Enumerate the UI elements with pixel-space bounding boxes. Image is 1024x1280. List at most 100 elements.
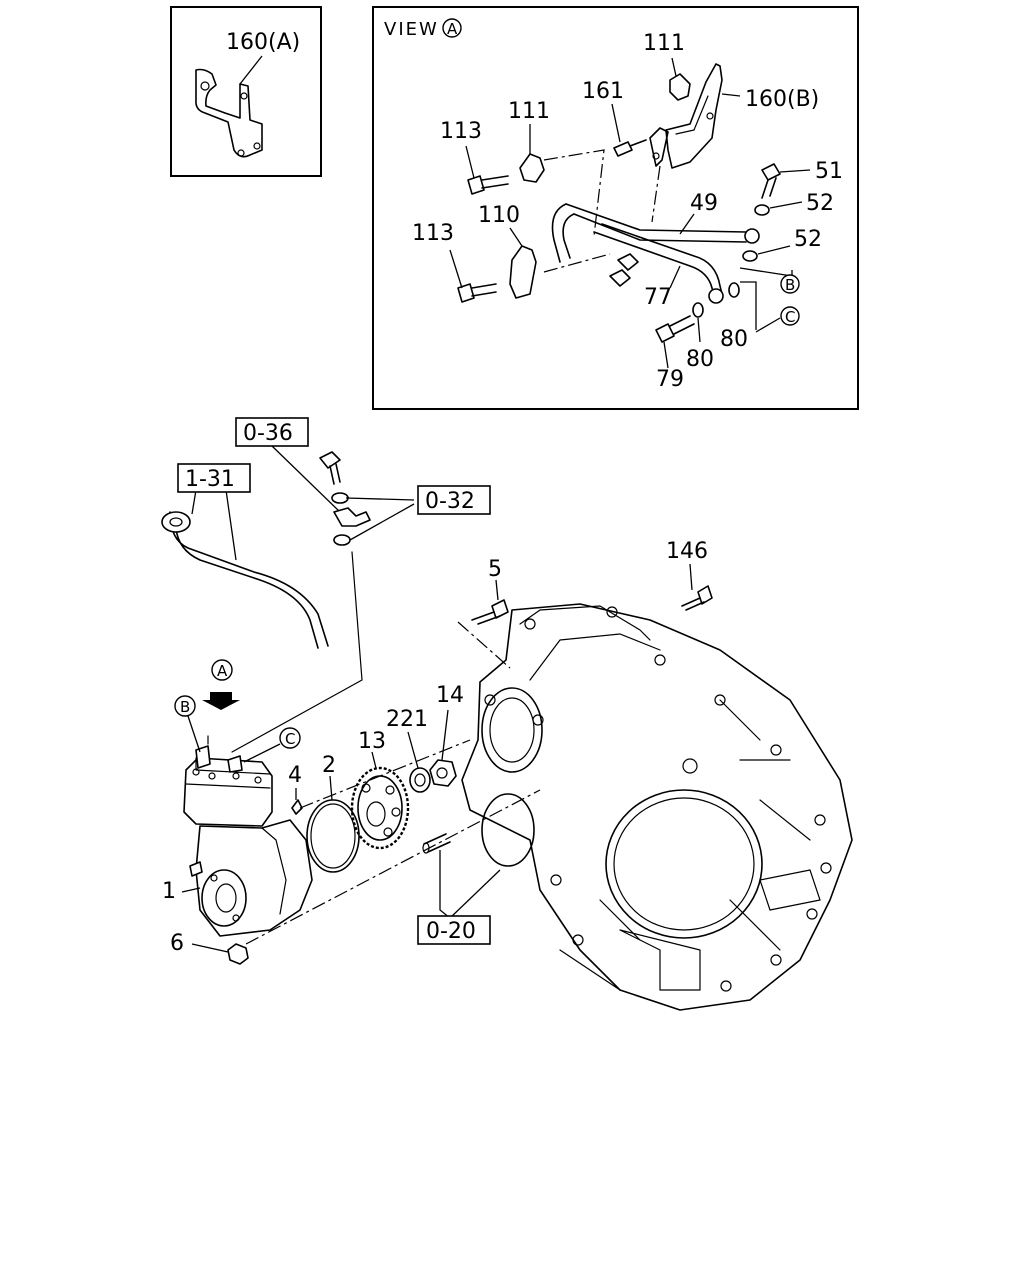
- view-a-circle: [442, 18, 462, 38]
- label-5: 5: [488, 557, 502, 582]
- circle-a-main: [211, 659, 233, 681]
- key-4: [291, 799, 303, 815]
- leader-c-main: [243, 743, 281, 763]
- label-113-bottom: 113: [412, 221, 454, 246]
- stud-0-20: [423, 833, 451, 853]
- label-110: 110: [478, 203, 520, 228]
- leader-6: [191, 943, 229, 953]
- ref-0-32-label: 0-32: [425, 489, 475, 514]
- pipe-nut-upper: [617, 253, 639, 271]
- compressor-body-edge: [261, 827, 287, 915]
- bolt-5-shank: [471, 611, 501, 625]
- pipe-77: [593, 223, 723, 297]
- label-79: 79: [656, 367, 684, 392]
- bracket-160a-hole: [200, 81, 210, 91]
- main-assembly: 5 146 14 221 13 2: [161, 417, 853, 1011]
- compressor-mount-bore: [481, 687, 543, 773]
- leader-77: [669, 265, 681, 289]
- view-a-frame: [372, 6, 859, 410]
- leader-113-bottom: [449, 249, 463, 289]
- bracket-160b-foot: [649, 127, 669, 167]
- bracket-160b-shape: [665, 63, 723, 169]
- label-160a: 160(A): [226, 30, 300, 55]
- pipe-nut-lower: [609, 269, 631, 287]
- bolt-79-head: [655, 323, 675, 343]
- compressor-head-lines: [185, 757, 271, 789]
- bracket-160a-bolt-side: [253, 142, 261, 150]
- bracket-160b-hole: [706, 112, 714, 120]
- nut-14: [429, 759, 457, 787]
- compressor-fitting: [189, 861, 203, 877]
- ref-box-0-20[interactable]: [417, 915, 491, 945]
- bolt-161-shank: [629, 139, 647, 147]
- compressor-connection-lines: [207, 551, 363, 753]
- ref-0-36-label: 0-36: [243, 421, 293, 446]
- view-a-letter: A: [447, 20, 458, 38]
- banjo-bolt-shank: [329, 463, 341, 485]
- gear-13: [350, 766, 410, 850]
- label-14: 14: [436, 683, 464, 708]
- ref-0-20-label: 0-20: [426, 919, 476, 944]
- alignment-lines: [245, 621, 541, 945]
- ref-box-0-32[interactable]: [417, 485, 491, 515]
- circle-c-main: [279, 727, 301, 749]
- label-4: 4: [288, 763, 302, 788]
- view-a-arrow-icon: [202, 692, 240, 710]
- circle-b-view-letter: B: [785, 276, 795, 294]
- bolt-146-shank: [681, 597, 705, 611]
- housing-bore: [605, 789, 763, 939]
- circle-b-main-letter: B: [180, 698, 190, 716]
- clip-111-left: [519, 153, 545, 183]
- housing-ribs: [559, 699, 811, 991]
- housing-top-ridges: [519, 605, 661, 681]
- leader-52-top: [769, 201, 803, 209]
- routing-lines-view: [543, 149, 661, 273]
- flywheel-housing-outline: [461, 603, 853, 1011]
- label-111-top: 111: [643, 31, 685, 56]
- pipe-49-banjo: [744, 228, 760, 244]
- circle-c-view: [780, 306, 800, 326]
- label-49: 49: [690, 191, 718, 216]
- air-compressor-1: [183, 745, 313, 937]
- washer-52-mid: [742, 250, 758, 262]
- leader-13: [371, 751, 377, 769]
- circle-c-main-letter: C: [285, 730, 295, 748]
- label-1: 1: [162, 879, 176, 904]
- view-a-panel: VIEW A 160(B) 111 161 111 113 110: [372, 6, 859, 410]
- pipe-77-banjo: [708, 288, 724, 304]
- label-80-bottom: 80: [686, 347, 714, 372]
- leader-79: [663, 341, 669, 369]
- circle-a-main-letter: A: [217, 662, 228, 680]
- leader-146: [689, 563, 693, 591]
- leader-160a: [239, 55, 263, 85]
- leader-1: [181, 887, 201, 893]
- leader-b-main: [187, 715, 201, 753]
- leader-0-20: [439, 850, 501, 919]
- bracket-160a-shape: [195, 68, 263, 158]
- washer-80-right: [728, 282, 740, 298]
- label-161: 161: [582, 79, 624, 104]
- inset-160a: 160(A): [170, 6, 322, 177]
- bolt-146-head: [697, 585, 713, 605]
- ref-box-0-36[interactable]: [235, 417, 309, 447]
- housing-center-hole: [682, 758, 698, 774]
- clip-110: [509, 245, 537, 299]
- leader-110: [509, 227, 523, 247]
- ref-box-1-31[interactable]: [177, 463, 251, 493]
- banjo-washer-lower: [333, 534, 351, 546]
- bracket-160a-bolt-lower: [237, 149, 245, 157]
- bolt-79-shank: [669, 315, 695, 335]
- bolt-113-top-head: [467, 175, 485, 195]
- o-ring-2-outer: [306, 799, 360, 873]
- leader-49: [679, 213, 695, 235]
- housing-bore-inner: [613, 797, 755, 931]
- clip-111-top: [669, 73, 691, 101]
- o-ring-2-inner: [310, 803, 356, 869]
- circle-b-view: [780, 274, 800, 294]
- compressor-mount-bore-inner: [489, 697, 535, 763]
- compressor-outlet-c: [227, 755, 243, 773]
- bolt-5-head: [491, 599, 509, 619]
- pipe-bend-left: [551, 203, 575, 263]
- compressor-head: [183, 757, 273, 827]
